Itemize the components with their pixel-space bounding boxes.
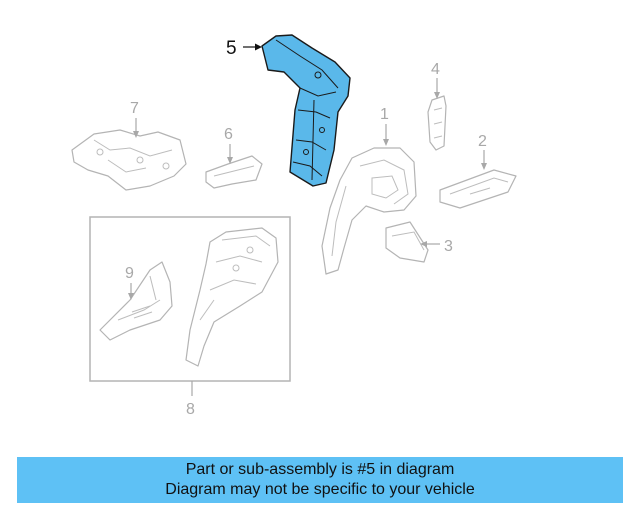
- callout-4[interactable]: 4: [431, 61, 440, 78]
- part-9[interactable]: [99, 261, 173, 341]
- part-8-inner[interactable]: [185, 227, 279, 367]
- callout-5[interactable]: 5: [226, 38, 237, 59]
- part-1[interactable]: [321, 147, 417, 275]
- part-5-highlighted[interactable]: [261, 34, 351, 187]
- parts-diagram: 5 4 7 6 1 2: [71, 34, 517, 418]
- arrowhead-7: [133, 131, 139, 138]
- info-banner: Part or sub-assembly is #5 in diagram Di…: [17, 457, 623, 503]
- part-3[interactable]: [385, 221, 429, 263]
- arrowhead-2: [481, 163, 487, 170]
- callout-6[interactable]: 6: [224, 126, 233, 143]
- banner-line-2: Diagram may not be specific to your vehi…: [165, 481, 475, 498]
- part-6[interactable]: [205, 155, 263, 189]
- part-7[interactable]: [71, 129, 187, 191]
- arrowhead-5: [255, 43, 262, 51]
- callout-2[interactable]: 2: [478, 133, 487, 150]
- callout-1[interactable]: 1: [380, 106, 389, 123]
- callout-8[interactable]: 8: [186, 401, 195, 418]
- arrowhead-3: [420, 241, 427, 247]
- part-4[interactable]: [427, 95, 447, 151]
- banner-line-1: Part or sub-assembly is #5 in diagram: [185, 461, 455, 478]
- part-2[interactable]: [439, 169, 517, 209]
- arrowhead-1: [383, 139, 389, 146]
- arrowhead-6: [227, 157, 233, 164]
- group-box-8: [89, 216, 291, 382]
- arrowhead-4: [434, 92, 440, 99]
- callout-7[interactable]: 7: [130, 100, 139, 117]
- callout-3[interactable]: 3: [444, 238, 453, 255]
- arrowhead-9: [128, 293, 134, 300]
- callout-9[interactable]: 9: [125, 265, 134, 282]
